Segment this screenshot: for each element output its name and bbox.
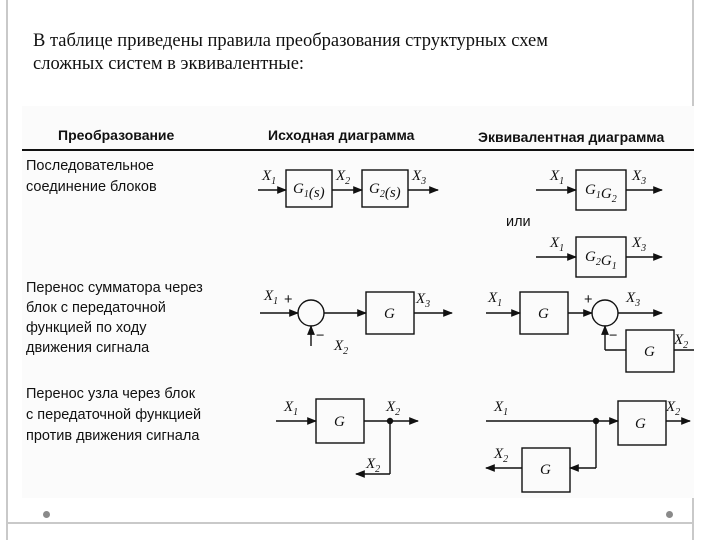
signal-x3: X3 [411, 168, 426, 187]
row3-label-line3: против движения сигнала [26, 428, 200, 444]
row3-label-line1: Перенос узла через блок [26, 386, 196, 402]
or-connector: или [506, 214, 531, 230]
frame-dot-bottom-right [666, 511, 673, 518]
eq-feedback-block-g [625, 329, 675, 373]
row1-source-diagram: G1(s) G2(s) X1 X2 X3 [258, 168, 439, 208]
eq-feedback-block-g-label: G [644, 344, 655, 360]
row1-label-line2: соединение блоков [26, 179, 157, 195]
slide-frame-left [6, 0, 8, 540]
row2-source-diagram: G X1 X3 X2 + − [260, 288, 453, 357]
eq-block-g-label: G [538, 306, 549, 322]
block-g-label: G [334, 414, 345, 430]
eq-signal-x3: X3 [625, 290, 640, 309]
table-svg: Преобразование Исходная диаграмма Эквива… [22, 127, 694, 493]
block-g1g2-label: G1G2 [585, 182, 617, 205]
eq-block-g-label: G [635, 416, 646, 432]
signal-x2-branch: X2 [365, 456, 380, 475]
sign-minus: − [316, 328, 324, 344]
eq-branch-block-g [521, 447, 571, 493]
signal-x2: X2 [335, 168, 350, 187]
row3-equivalent-diagram: G G X1 X2 X2 [485, 399, 691, 493]
eq-signal-x2: X2 [673, 332, 688, 351]
eq-signal-x1: X1 [493, 399, 508, 418]
row2-equivalent-diagram: G G X1 X3 X2 + − [486, 290, 694, 373]
eq1-signal-x1: X1 [549, 168, 564, 187]
transformation-table: Преобразование Исходная диаграмма Эквива… [22, 106, 694, 498]
eq-summator [591, 299, 619, 327]
header-transformation: Преобразование [58, 127, 175, 143]
signal-x3: X3 [415, 291, 430, 310]
block-g-label: G [384, 306, 395, 322]
header-source-diagram: Исходная диаграмма [268, 127, 415, 143]
eq-signal-x2-out: X2 [665, 399, 680, 418]
slide-frame-bottom [6, 522, 694, 524]
block-g1s-label: G1(s) [293, 181, 325, 201]
sign-plus: + [284, 292, 292, 308]
eq2-signal-x1: X1 [549, 235, 564, 254]
block-g2s [361, 169, 409, 208]
signal-x1: X1 [261, 168, 276, 187]
eq-sign-plus: + [584, 292, 592, 308]
row1-equivalent-diagram: G1G2 X1 X3 или G2G1 X1 X3 [506, 168, 663, 278]
summator [297, 299, 325, 327]
block-g2s-label: G2(s) [369, 181, 401, 201]
eq-block-g [617, 400, 667, 446]
row2-label-line2: блок с передаточной [26, 300, 166, 316]
eq1-signal-x3: X3 [631, 168, 646, 187]
block-g2g1-label: G2G1 [585, 249, 617, 272]
signal-x1: X1 [263, 288, 278, 307]
frame-dot-bottom-left [43, 511, 50, 518]
signal-x1: X1 [283, 399, 298, 418]
eq-signal-x1: X1 [487, 290, 502, 309]
intro-line-1: В таблице приведены правила преобразован… [33, 31, 548, 51]
eq-sign-minus: − [609, 328, 617, 344]
row2-label-line1: Перенос сумматора через [26, 280, 203, 296]
signal-x2-out: X2 [385, 399, 400, 418]
eq-signal-x2-branch: X2 [493, 446, 508, 465]
eq2-signal-x3: X3 [631, 235, 646, 254]
row3-label-line2: с передаточной функцией [26, 407, 201, 423]
intro-text: В таблице приведены правила преобразован… [33, 30, 673, 76]
eq-branch-block-g-label: G [540, 462, 551, 478]
row1-label-line1: Последовательное [26, 158, 154, 174]
header-equivalent-diagram: Эквивалентная диаграмма [478, 129, 664, 145]
row2-label-line4: движения сигнала [26, 340, 150, 356]
row2-label-line3: функцией по ходу [26, 320, 147, 336]
row3-source-diagram: G X1 X2 X2 [276, 398, 419, 478]
intro-line-2: сложных систем в эквивалентные: [33, 54, 305, 74]
block-g1s [285, 169, 333, 208]
signal-x2: X2 [333, 338, 348, 357]
